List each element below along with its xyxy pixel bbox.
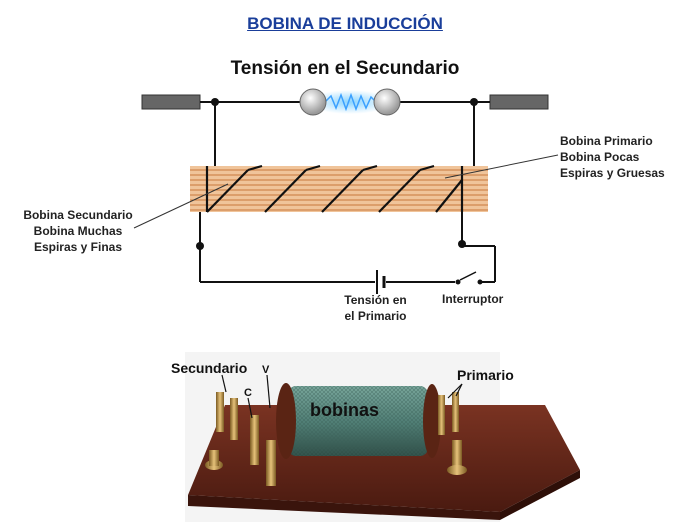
spark-icon <box>324 92 377 112</box>
photo-primary-label: Primario <box>457 367 514 383</box>
photo-c-label: C <box>244 387 252 399</box>
secondary-coil-label: Bobina Secundario Bobina Muchas Espiras … <box>23 208 133 254</box>
diagram-subtitle: Tensión en el Secundario <box>230 58 460 79</box>
page-title: BOBINA DE INDUCCIÓN <box>247 14 443 33</box>
battery-label: Tensión en el Primario <box>344 293 407 323</box>
right-terminal-rod <box>489 94 549 110</box>
switch-icon <box>455 279 461 285</box>
photo-secondary-label: Secundario <box>171 360 248 376</box>
primary-coil-label: Bobina Primario Bobina Pocas Espiras y G… <box>560 134 665 180</box>
spark-ball-left <box>299 88 327 116</box>
photo-bobinas-label: bobinas <box>310 400 380 420</box>
coil-windings <box>205 164 464 213</box>
photo-v-label: V <box>262 364 270 376</box>
left-terminal-rod <box>141 94 201 110</box>
switch-label: Interruptor <box>442 292 504 306</box>
iron-core <box>190 166 488 212</box>
spark-ball-right <box>373 88 401 116</box>
